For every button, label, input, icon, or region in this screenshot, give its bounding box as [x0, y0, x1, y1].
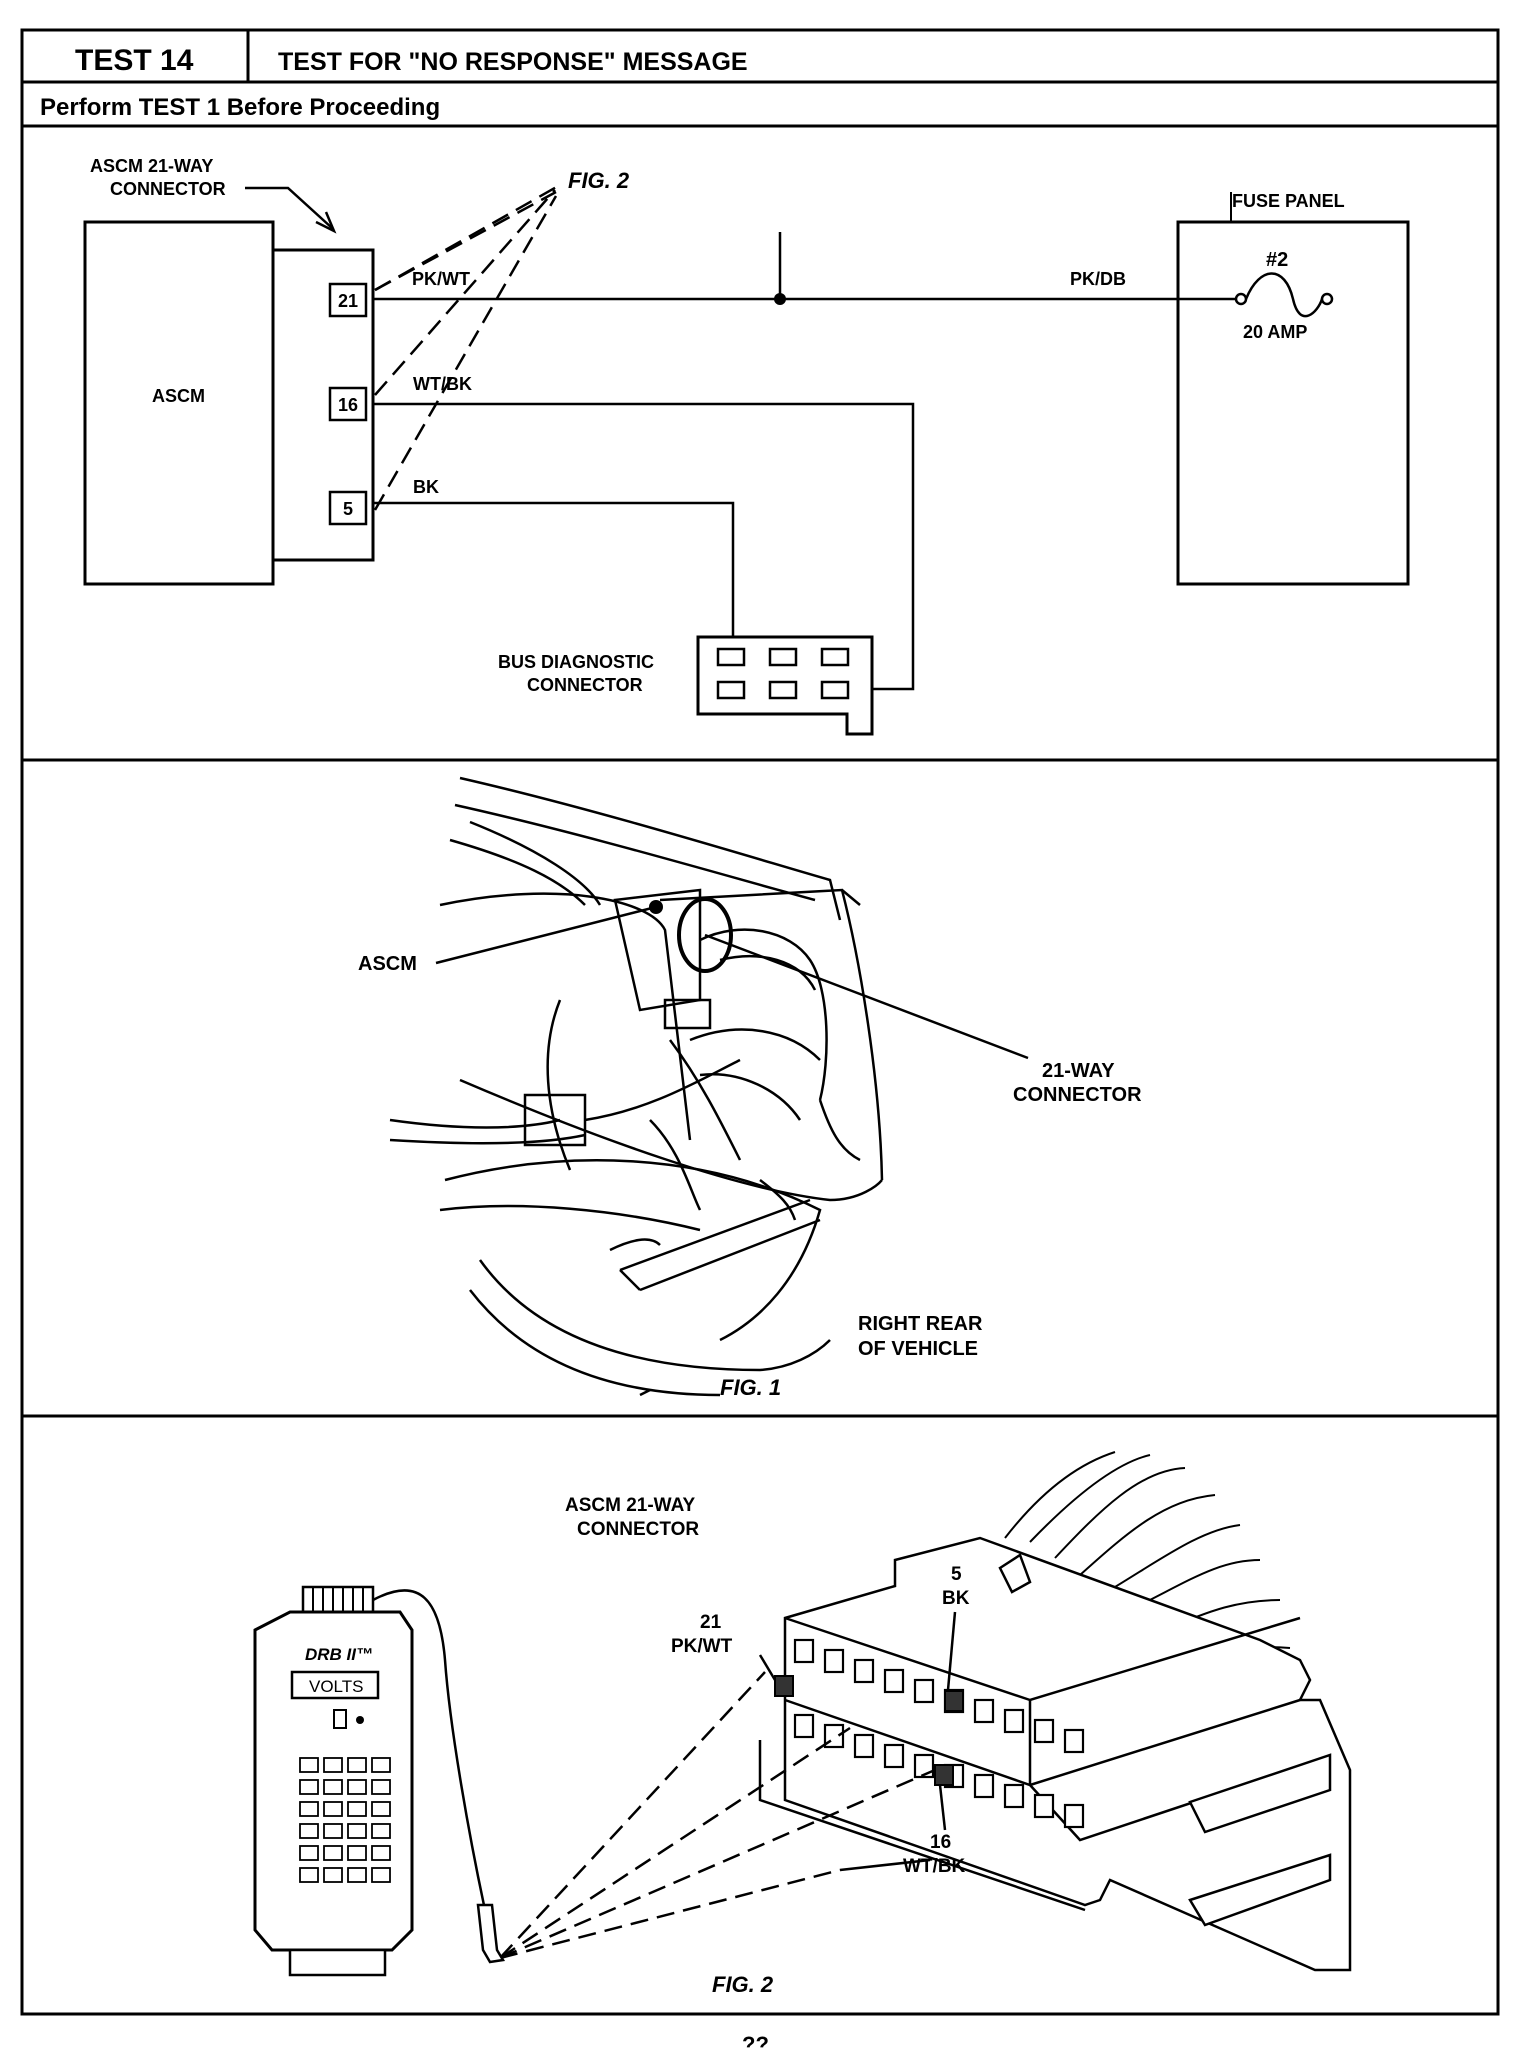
schematic-section: ASCM 21-WAY CONNECTOR FIG. 2 ASCM 21 16: [83, 156, 1410, 736]
wire-pk-db: PK/DB: [1070, 269, 1126, 289]
page-number: ??: [742, 2032, 769, 2048]
test-number: TEST 14: [75, 44, 194, 77]
fig1-location-line1: RIGHT REAR: [858, 1313, 983, 1335]
fig2-connector-label-line1: ASCM 21-WAY: [565, 1495, 696, 1516]
wire-bk: BK: [413, 477, 439, 497]
figure-reference: FIG. 2: [568, 168, 630, 193]
fig2-pin21-number: 21: [700, 1612, 722, 1633]
meter-keypad: [299, 1757, 391, 1883]
highlighted-cavities: [774, 1675, 964, 1786]
fig2-connector-label-line2: CONNECTOR: [577, 1519, 699, 1540]
connector-highlight-circle: [677, 897, 733, 973]
wire-pk-wt: PK/WT: [412, 269, 470, 289]
connector-label-line1: ASCM 21-WAY: [90, 156, 213, 176]
meter-plug-ribs: [312, 1587, 364, 1615]
fuse-panel-box: [1176, 220, 1410, 586]
prerequisite-note: Perform TEST 1 Before Proceeding: [40, 94, 440, 121]
probe-reference-lines: [499, 1671, 936, 1960]
bus-connector-cavities: [716, 647, 850, 700]
pin-5: 5: [328, 490, 368, 526]
fig2-section: ASCM 21-WAY CONNECTOR: [253, 1451, 1352, 1997]
splice-junction: [774, 293, 786, 305]
fig1-section: ASCM 21-WAY CONNECTOR RIGHT REAR OF VEHI…: [358, 776, 1142, 1400]
fuse-panel-label: FUSE PANEL: [1232, 191, 1345, 211]
meter-mode: VOLTS: [309, 1677, 363, 1696]
pin-5-number: 5: [343, 499, 353, 519]
pin-16-number: 16: [338, 395, 358, 415]
meter-brand: DRB II™: [305, 1645, 373, 1664]
label-leader-lines: [758, 1611, 957, 1872]
fig2-pin5-wire: BK: [942, 1588, 970, 1609]
fig1-location-line2: OF VEHICLE: [858, 1338, 978, 1360]
meter-test-lead: [372, 1589, 487, 1911]
fig1-caption: FIG. 1: [720, 1375, 781, 1400]
fig2-reference-lines: [373, 183, 561, 511]
header: TEST 14 TEST FOR "NO RESPONSE" MESSAGE P…: [40, 44, 748, 121]
fig1-connector-label-line2: CONNECTOR: [1013, 1084, 1142, 1106]
vehicle-interior-drawing: [389, 776, 884, 1397]
fig1-ascm-label: ASCM: [358, 953, 417, 975]
drb-ii-meter: DRB II™ VOLTS: [253, 1585, 506, 1977]
connector-housing: [758, 1536, 1352, 1972]
bus-connector-label-line2: CONNECTOR: [527, 675, 643, 695]
fig2-pin21-wire: PK/WT: [671, 1636, 733, 1657]
meter-indicator: [333, 1709, 347, 1729]
pin-21-number: 21: [338, 291, 358, 311]
ascm-module-label: ASCM: [152, 386, 205, 406]
ascm-module-box: [83, 220, 275, 586]
meter-display: [290, 1670, 380, 1700]
fuse-rating: 20 AMP: [1243, 322, 1307, 342]
fuse-symbol: [1234, 272, 1334, 318]
fig2-caption: FIG. 2: [712, 1972, 774, 1997]
test-title: TEST FOR "NO RESPONSE" MESSAGE: [278, 48, 748, 76]
meter-bottom-connector: [288, 1948, 387, 1977]
connector-callout-line: [704, 933, 1029, 1060]
fig2-pin16-number: 16: [930, 1832, 951, 1853]
page-frame: [20, 28, 1500, 2016]
meter-cable-plug: [301, 1585, 375, 1617]
fig2-pin16-wire: WT/BK: [903, 1856, 966, 1877]
pin-16: 16: [328, 386, 368, 422]
connector-label-line2: CONNECTOR: [110, 179, 226, 199]
pin-21: 21: [328, 282, 368, 318]
fuse-number: #2: [1266, 249, 1288, 271]
fig2-pin5-number: 5: [951, 1564, 962, 1585]
wire-wt-bk: WT/BK: [413, 374, 472, 394]
meter-probe: [476, 1903, 506, 1964]
bus-connector-label-line1: BUS DIAGNOSTIC: [498, 652, 654, 672]
fig1-connector-label-line1: 21-WAY: [1042, 1060, 1115, 1082]
meter-led: [356, 1716, 364, 1724]
ascm-callout-line: [435, 905, 657, 965]
connector-callout-arrow: [245, 186, 337, 234]
